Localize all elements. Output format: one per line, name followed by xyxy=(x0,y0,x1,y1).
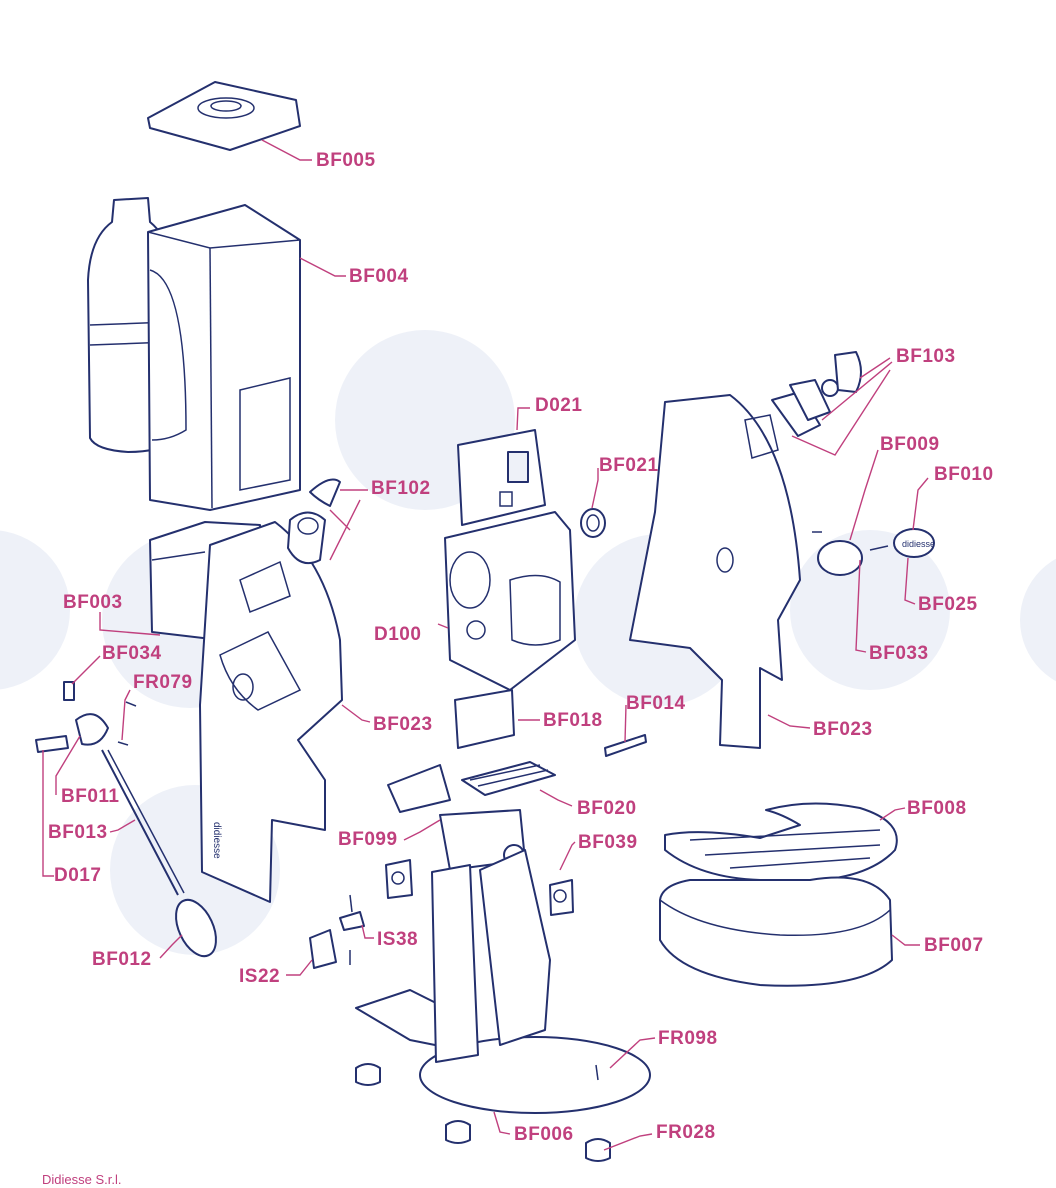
leader-lines xyxy=(42,139,929,1151)
part-label-FR098: FR098 xyxy=(658,1028,718,1049)
part-label-BF018: BF018 xyxy=(543,710,603,731)
knob-assembly xyxy=(35,681,217,958)
part-label-BF012: BF012 xyxy=(92,949,152,970)
part-label-BF013: BF013 xyxy=(48,822,108,843)
front-body-part: didiesse xyxy=(199,521,343,903)
svg-text:didiesse: didiesse xyxy=(211,822,222,859)
small-bar xyxy=(604,734,647,757)
support-parts xyxy=(385,859,574,916)
part-label-BF011: BF011 xyxy=(61,786,120,807)
part-label-IS22: IS22 xyxy=(239,966,281,987)
drip-tray xyxy=(659,876,893,987)
part-label-BF007: BF007 xyxy=(924,935,984,956)
grid-part xyxy=(461,761,556,796)
part-label-BF102: BF102 xyxy=(371,478,431,499)
drip-tray-grid xyxy=(664,802,898,883)
base-part xyxy=(355,849,651,1114)
plate-part xyxy=(454,689,515,749)
part-label-BF023-rear: BF023 xyxy=(813,719,873,740)
switch-parts xyxy=(309,894,365,969)
part-label-BF033: BF033 xyxy=(869,643,929,664)
control-board xyxy=(457,429,546,526)
part-label-BF014: BF014 xyxy=(626,693,686,714)
part-label-BF039: BF039 xyxy=(578,832,638,853)
tank-part xyxy=(147,204,301,511)
part-label-IS38: IS38 xyxy=(377,929,419,950)
ring-part xyxy=(580,508,606,538)
part-label-BF010: BF010 xyxy=(934,464,994,485)
part-label-D100: D100 xyxy=(374,624,422,645)
part-label-FR028: FR028 xyxy=(656,1122,716,1143)
feet xyxy=(355,1063,611,1162)
cover-pieces xyxy=(771,351,862,437)
part-label-BF103: BF103 xyxy=(896,346,956,367)
part-label-BF006: BF006 xyxy=(514,1124,574,1145)
emblem-parts: didiesse xyxy=(812,528,935,576)
part-label-D017: D017 xyxy=(54,865,102,886)
knob-pieces xyxy=(287,478,341,564)
part-label-BF003: BF003 xyxy=(63,592,123,613)
rear-body-part xyxy=(629,394,801,749)
part-label-BF099: BF099 xyxy=(338,829,398,850)
part-label-BF025: BF025 xyxy=(918,594,978,615)
part-label-BF020: BF020 xyxy=(577,798,637,819)
lid-part xyxy=(147,81,301,151)
part-label-FR079: FR079 xyxy=(133,672,193,693)
part-label-BF004: BF004 xyxy=(349,266,409,287)
part-label-BF021: BF021 xyxy=(599,455,659,476)
svg-text:didiesse: didiesse xyxy=(902,539,935,549)
part-label-BF008: BF008 xyxy=(907,798,967,819)
part-label-BF005: BF005 xyxy=(316,150,376,171)
company-footer: Didiesse S.r.l. xyxy=(42,1172,122,1187)
part-label-D021: D021 xyxy=(535,395,583,416)
part-label-BF034: BF034 xyxy=(102,643,162,664)
part-label-BF009: BF009 xyxy=(880,434,940,455)
part-label-BF023-front: BF023 xyxy=(373,714,433,735)
brew-group xyxy=(444,511,576,691)
